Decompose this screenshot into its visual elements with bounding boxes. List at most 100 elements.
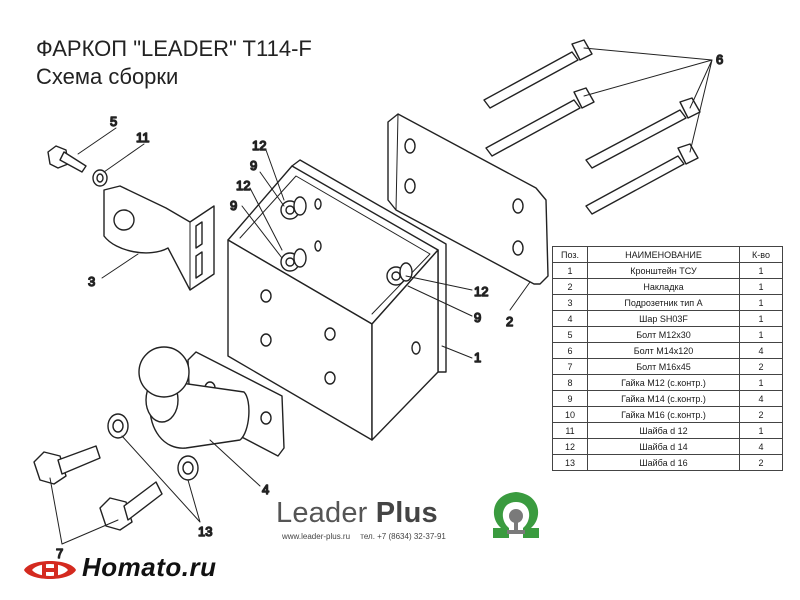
position-cell: 6 xyxy=(552,342,588,359)
quantity-cell: 2 xyxy=(739,358,783,375)
washers-d16 xyxy=(107,413,199,481)
quantity-cell: 1 xyxy=(739,262,783,279)
brand-contacts: www.leader-plus.ru тел. +7 (8634) 32-37-… xyxy=(282,532,454,541)
leader-lines xyxy=(49,47,713,545)
position-cell: 5 xyxy=(552,326,588,343)
bolt-m14x120-group xyxy=(483,39,701,215)
quantity-cell: 1 xyxy=(739,294,783,311)
brand-phone: тел. +7 (8634) 32-37-91 xyxy=(360,532,446,541)
page-subtitle: Схема сборки xyxy=(36,64,179,89)
callout-9: 9 xyxy=(474,310,481,325)
table-header-row: Поз. НАИМЕНОВАНИЕ К-во xyxy=(552,246,783,263)
name-cell: Болт M16x45 xyxy=(587,358,740,375)
name-cell: Болт M12x30 xyxy=(587,326,740,343)
washer-d12 xyxy=(92,169,108,187)
callout-12: 12 xyxy=(236,178,250,193)
bolt-m14x120 xyxy=(483,39,593,109)
brand-name: Leader Plus xyxy=(276,497,438,530)
quantity-cell: 1 xyxy=(739,310,783,327)
plate-part-2 xyxy=(387,113,549,285)
brand-name-regular: Leader xyxy=(276,497,368,529)
quantity-cell: 2 xyxy=(739,406,783,423)
name-cell: Болт M14x120 xyxy=(587,342,740,359)
hitch-bracket-part-1 xyxy=(227,159,447,441)
quantity-cell: 2 xyxy=(739,454,783,471)
position-cell: 1 xyxy=(552,262,588,279)
bolt-m12x30 xyxy=(47,145,87,173)
name-cell: Гайка M14 (с.контр.) xyxy=(587,390,740,407)
quantity-cell: 1 xyxy=(739,326,783,343)
position-cell: 13 xyxy=(552,454,588,471)
quantity-cell: 4 xyxy=(739,342,783,359)
name-cell: Шайба d 16 xyxy=(587,454,740,471)
name-cell: Подрозетник тип А xyxy=(587,294,740,311)
name-cell: Шайба d 14 xyxy=(587,438,740,455)
position-cell: 10 xyxy=(552,406,588,423)
position-cell: 11 xyxy=(552,422,588,439)
position-cell: 7 xyxy=(552,358,588,375)
callout-9: 9 xyxy=(230,198,237,213)
position-cell: 2 xyxy=(552,278,588,295)
column-header: Поз. xyxy=(552,246,588,263)
name-cell: Гайка M12 (с.контр.) xyxy=(587,374,740,391)
quantity-cell: 1 xyxy=(739,422,783,439)
name-cell: Гайка M16 (с.контр.) xyxy=(587,406,740,423)
name-cell: Шайба d 12 xyxy=(587,422,740,439)
position-cell: 4 xyxy=(552,310,588,327)
shop-name: Homato.ru xyxy=(82,552,217,582)
position-cell: 9 xyxy=(552,390,588,407)
quantity-cell: 1 xyxy=(739,374,783,391)
leader-plus-logo-icon xyxy=(493,492,539,538)
name-cell: Кронштейн ТСУ xyxy=(587,262,740,279)
column-header: НАИМЕНОВАНИЕ xyxy=(587,246,740,263)
callout-2: 2 xyxy=(506,314,513,329)
callout-12: 12 xyxy=(474,284,488,299)
callout-12: 12 xyxy=(252,138,266,153)
brand-name-bold: Plus xyxy=(375,497,438,529)
callout-7: 7 xyxy=(56,546,63,561)
callout-9: 9 xyxy=(250,158,257,173)
nuts-and-washers xyxy=(280,196,413,286)
callout-3: 3 xyxy=(88,274,95,289)
callout-11: 11 xyxy=(136,130,150,145)
callout-1: 1 xyxy=(474,350,481,365)
bolt-m14x120 xyxy=(485,87,595,157)
tow-ball-part-4 xyxy=(138,346,285,457)
callout-13: 13 xyxy=(198,524,212,539)
quantity-cell: 1 xyxy=(739,278,783,295)
position-cell: 3 xyxy=(552,294,588,311)
bolt-m14x120 xyxy=(585,143,699,215)
name-cell: Шар SH03F xyxy=(587,310,740,327)
page-title: ФАРКОП "LEADER" T114-F xyxy=(36,36,312,61)
bolt-m16x45 xyxy=(99,481,163,531)
name-cell: Накладка xyxy=(587,278,740,295)
quantity-cell: 4 xyxy=(739,438,783,455)
position-cell: 8 xyxy=(552,374,588,391)
position-cell: 12 xyxy=(552,438,588,455)
bolt-m16x45 xyxy=(33,445,101,485)
callout-5: 5 xyxy=(110,114,117,129)
column-header: К-во xyxy=(739,246,783,263)
brand-website: www.leader-plus.ru xyxy=(282,532,351,541)
callout-6: 6 xyxy=(716,52,723,67)
socket-bracket-part-3 xyxy=(103,185,215,291)
callout-4: 4 xyxy=(262,482,269,497)
quantity-cell: 4 xyxy=(739,390,783,407)
homato-logo-icon xyxy=(24,561,76,579)
